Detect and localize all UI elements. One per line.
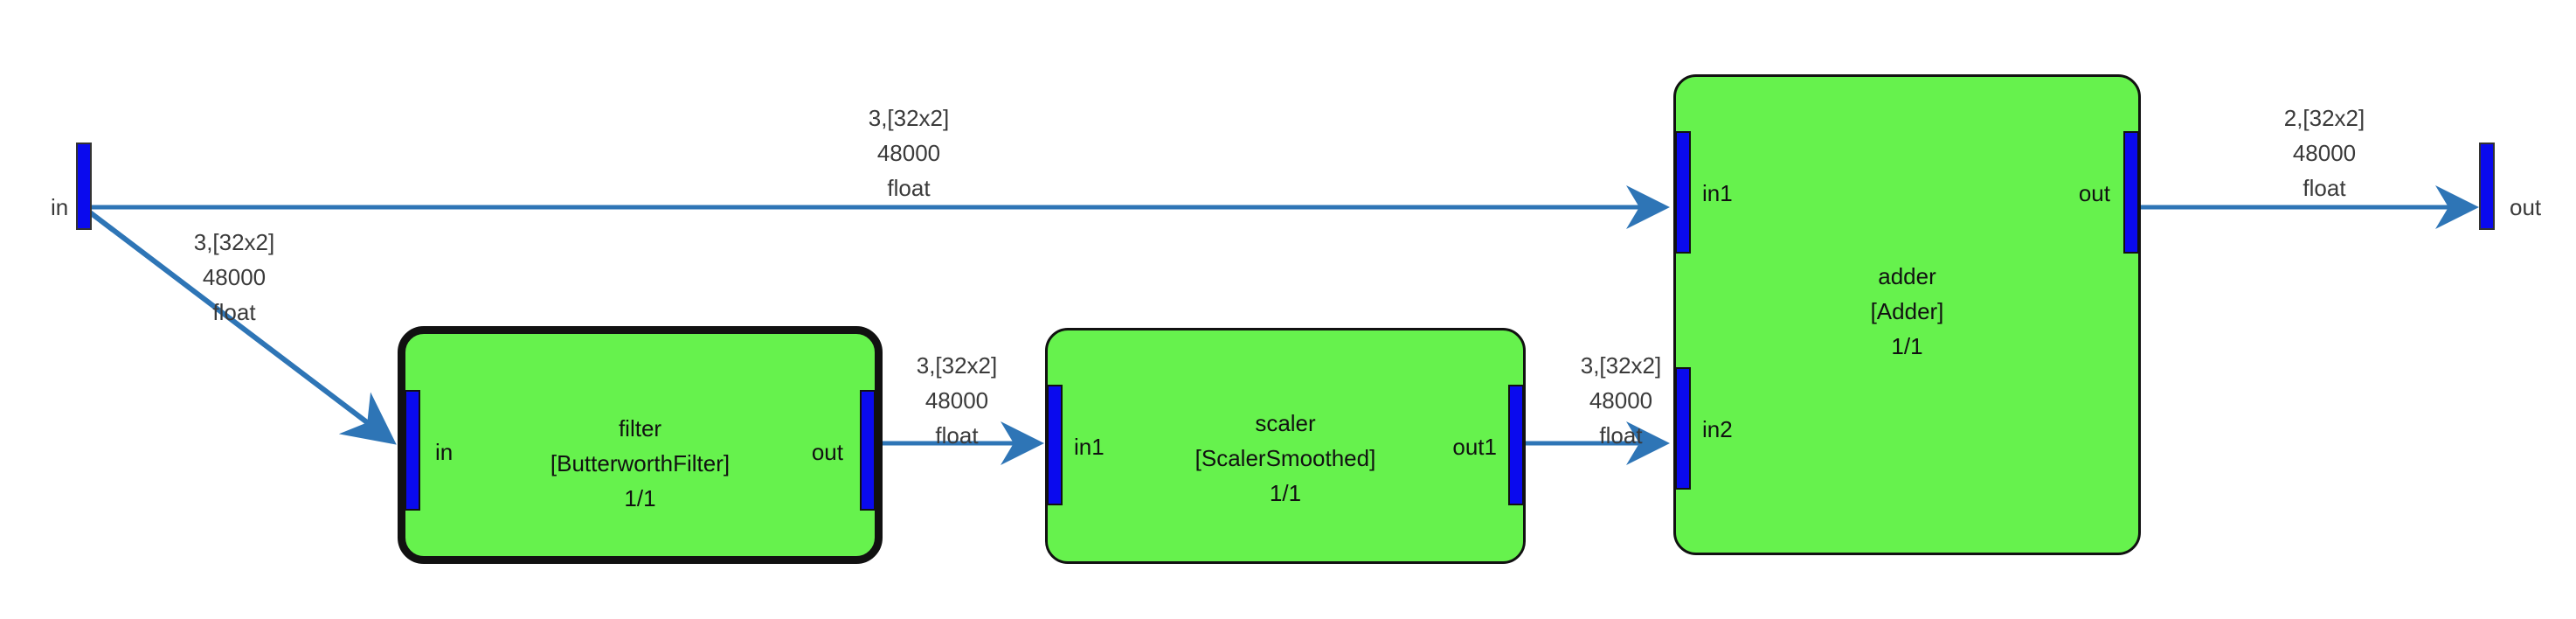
block-filter-port-out[interactable] [860,390,876,511]
block-filter-name: filter [618,415,662,442]
input-port-in-label: in [51,194,69,220]
block-adder-name: adder [1878,263,1936,289]
block-adder-port-in2-label: in2 [1702,416,1733,442]
block-scaler[interactable]: in1 out1 scaler [ScalerSmoothed] 1/1 [1045,328,1526,564]
output-port-out[interactable] [2479,143,2495,230]
block-adder-type: [Adder] [1870,298,1944,324]
block-scaler-type: [ScalerSmoothed] [1195,445,1376,471]
block-filter-port-in[interactable] [405,390,420,511]
block-adder-port-out-label: out [2078,180,2110,206]
block-filter-port-in-label: in [435,439,454,465]
wire-in-to-filter-in[interactable] [88,210,397,445]
block-adder-port-in2[interactable] [1675,367,1691,490]
block-adder[interactable]: in1 in2 out adder [Adder] 1/1 [1673,74,2141,555]
block-filter-ratio: 1/1 [624,485,656,511]
block-scaler-port-out1[interactable] [1508,385,1524,505]
block-adder-port-in1[interactable] [1675,131,1691,254]
block-adder-port-out[interactable] [2123,131,2139,254]
block-scaler-port-in1-label: in1 [1074,434,1104,460]
block-scaler-name: scaler [1255,410,1316,436]
block-filter-port-out-label: out [811,439,843,465]
block-adder-ratio: 1/1 [1891,333,1923,359]
output-port-out-label: out [2510,194,2542,220]
block-filter[interactable]: in out filter [ButterworthFilter] 1/1 [398,326,883,564]
block-adder-port-in1-label: in1 [1702,180,1733,206]
input-port-in[interactable] [76,143,92,230]
block-filter-type: [ButterworthFilter] [550,450,731,476]
block-scaler-ratio: 1/1 [1269,480,1302,506]
block-scaler-port-in1[interactable] [1047,385,1063,505]
block-scaler-port-out1-label: out1 [1452,434,1497,460]
